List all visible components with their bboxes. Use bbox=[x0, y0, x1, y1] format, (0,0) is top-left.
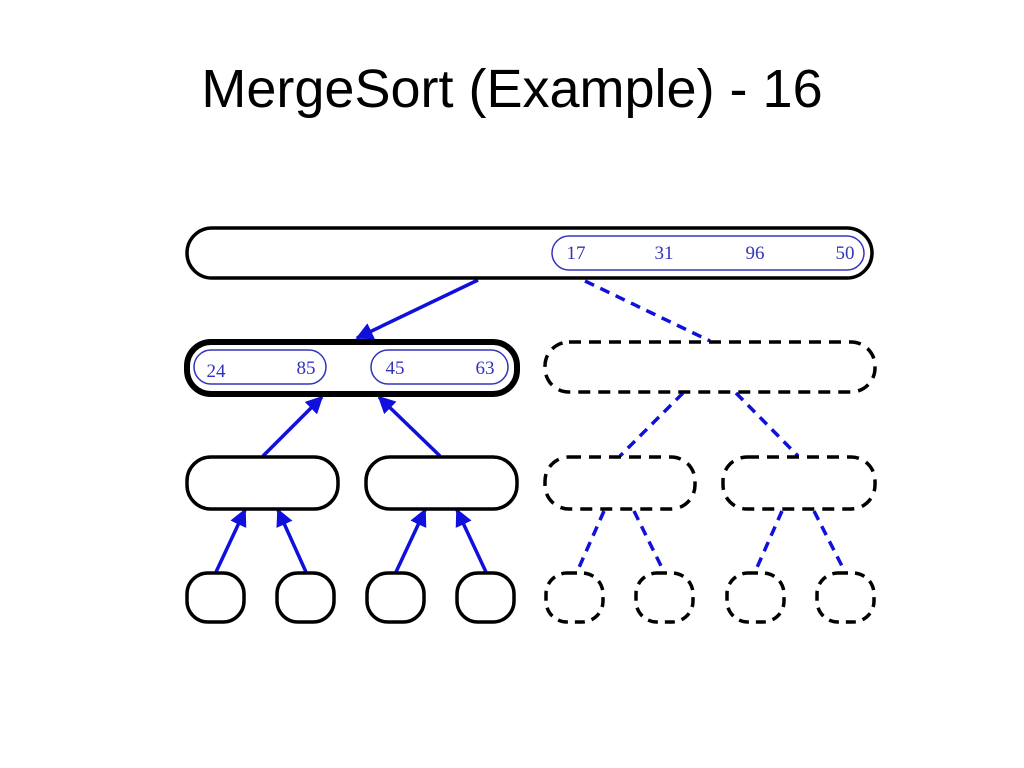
root-values-group bbox=[551, 235, 865, 271]
level1-left-node: 24 85 45 63 bbox=[184, 339, 520, 397]
level1-left-group-a bbox=[193, 349, 327, 385]
level1-value: 45 bbox=[386, 358, 405, 379]
level3-node bbox=[725, 571, 786, 624]
arrow-l3c-to-l2b bbox=[394, 508, 427, 573]
slide-title: MergeSort (Example) - 16 bbox=[201, 59, 823, 119]
edges bbox=[214, 278, 847, 573]
edge-l2c-to-l3f bbox=[632, 510, 666, 573]
level2-node bbox=[185, 455, 340, 511]
edge-l1b-to-l2d bbox=[734, 391, 800, 458]
level3-node bbox=[365, 571, 426, 624]
arrow-root-to-left bbox=[355, 278, 479, 340]
arrow-l3a-to-l2a bbox=[214, 508, 247, 573]
level3-node bbox=[544, 571, 605, 624]
level1-value: 24 bbox=[207, 361, 227, 382]
level3-node bbox=[634, 571, 695, 624]
level1-value: 85 bbox=[297, 358, 316, 379]
level1-left-group-b bbox=[370, 349, 509, 385]
level3-node bbox=[185, 571, 246, 624]
level1-value: 63 bbox=[476, 358, 495, 379]
level3-node bbox=[815, 571, 876, 624]
root-value: 96 bbox=[746, 243, 765, 264]
root-value: 17 bbox=[567, 243, 586, 264]
root-value: 31 bbox=[655, 243, 674, 264]
level2-node bbox=[721, 455, 877, 511]
root-value: 50 bbox=[836, 243, 855, 264]
level3-node bbox=[455, 571, 516, 624]
level1-right-node bbox=[543, 340, 877, 394]
level3-node bbox=[275, 571, 336, 624]
arrow-l3b-to-l2a bbox=[276, 508, 308, 573]
edge-l2d-to-l3h bbox=[812, 510, 847, 573]
level2-node bbox=[543, 455, 697, 511]
root-node: 17 31 96 50 bbox=[185, 226, 874, 280]
arrow-l2b-to-l1a bbox=[377, 395, 442, 458]
edge-root-to-right bbox=[584, 279, 711, 343]
edge-l2c-to-l3e bbox=[575, 510, 606, 573]
edge-l2d-to-l3g bbox=[753, 510, 784, 573]
arrow-l3d-to-l2b bbox=[455, 508, 488, 573]
edge-l1b-to-l2c bbox=[618, 391, 685, 458]
level2-node bbox=[364, 455, 519, 511]
arrow-l2a-to-l1a bbox=[261, 395, 324, 458]
